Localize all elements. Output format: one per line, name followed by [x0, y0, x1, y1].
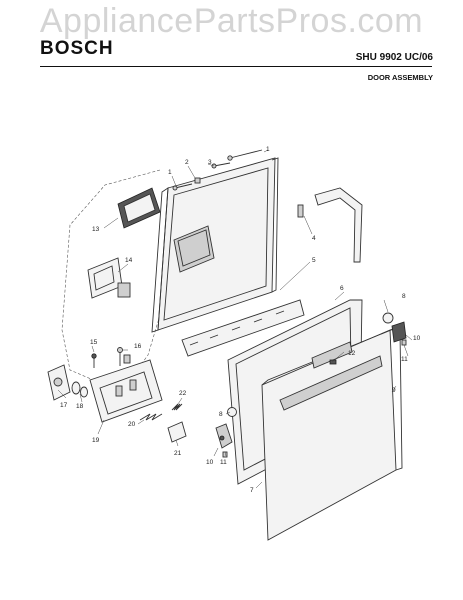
header-rule: [40, 66, 432, 67]
callout-labels: 1 2 1 3 13 4 14 5 6 8 15 16 10 11 12 17 …: [60, 146, 421, 494]
part-15-16-pins: [91, 347, 123, 368]
callout-2: 2: [185, 159, 189, 166]
model-number: SHU 9902 UC/06: [355, 52, 433, 63]
callout-17: 17: [60, 402, 68, 409]
callout-10b: 10: [206, 459, 214, 466]
callout-9: 9: [392, 387, 396, 394]
callout-11b: 11: [220, 459, 227, 466]
callout-12: 12: [348, 350, 356, 357]
part-8-knob: [227, 312, 394, 417]
part-10-latch-lower: [215, 423, 233, 458]
group-outline: [61, 169, 161, 386]
part-19-lock-body: [89, 354, 163, 423]
part-14-dispenser: [87, 257, 131, 299]
callout-8a: 8: [402, 293, 406, 300]
callout-18: 18: [76, 403, 84, 410]
part-21-catch: [167, 421, 187, 443]
brand-logo: BOSCH: [40, 38, 114, 59]
callout-16: 16: [134, 343, 142, 350]
part-22-spring: [171, 403, 183, 411]
part-17-lock-housing: [47, 364, 71, 401]
callout-4: 4: [312, 235, 316, 242]
callout-13a: 13: [92, 226, 100, 233]
callout-11a: 11: [401, 356, 408, 363]
callout-15: 15: [90, 339, 98, 346]
callout-1b: 1: [168, 169, 172, 176]
callout-10a: 10: [413, 335, 421, 342]
inner-door-panel: [151, 157, 305, 357]
part-20-spring: [139, 413, 163, 421]
callout-7: 7: [250, 487, 254, 494]
callout-6: 6: [340, 285, 344, 292]
callout-3: 3: [208, 159, 212, 166]
callout-21: 21: [174, 450, 182, 457]
assembly-title: DOOR ASSEMBLY: [367, 73, 433, 82]
callout-8b: 8: [219, 411, 223, 418]
watermark: AppliancePartsPros.com: [39, 2, 424, 40]
part-13-frame: [117, 187, 161, 229]
callout-20: 20: [128, 421, 136, 428]
leader-lines: [57, 149, 413, 489]
callout-1a: 1: [266, 146, 270, 153]
part-10-latch-right: [391, 321, 407, 346]
callout-19: 19: [92, 437, 100, 444]
callout-14: 14: [125, 257, 133, 264]
callout-22: 22: [179, 390, 187, 397]
callout-5: 5: [312, 257, 316, 264]
screws-1-3: [172, 149, 263, 191]
part-4-hinge-arm: [297, 187, 363, 263]
part-18-washers: [71, 381, 88, 398]
